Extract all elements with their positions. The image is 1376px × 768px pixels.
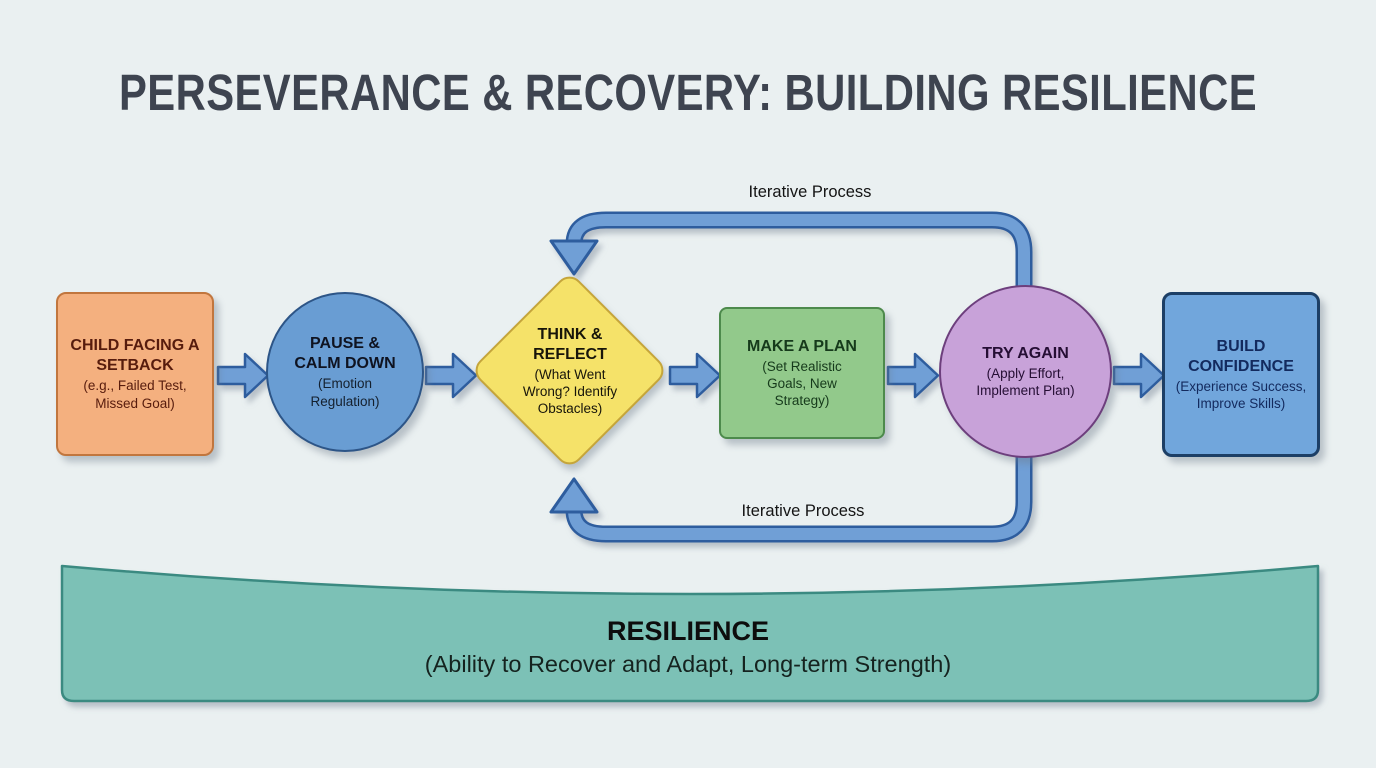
node-pause-calm-down-title: PAUSE & CALM DOWN (294, 335, 396, 373)
iterative-process-label-bottom: Iterative Process (741, 502, 865, 520)
node-pause-calm-down-subtitle: (Emotion Regulation) (310, 376, 380, 409)
node-make-a-plan-subtitle: (Set Realistic Goals, New Strategy) (762, 358, 842, 409)
node-make-a-plan: MAKE A PLAN (Set Realistic Goals, New St… (719, 307, 885, 439)
page-title: PERSEVERANCE & RECOVERY: BUILDING RESILI… (118, 63, 1258, 121)
loop-bottom-arrowhead-icon (549, 477, 599, 514)
iterative-process-label-top: Iterative Process (748, 183, 872, 201)
node-child-facing-setback: CHILD FACING A SETBACK (e.g., Failed Tes… (56, 292, 214, 456)
node-build-confidence-subtitle: (Experience Success, Improve Skills) (1175, 378, 1307, 411)
node-child-facing-setback-title: CHILD FACING A SETBACK (70, 337, 200, 375)
node-make-a-plan-title: MAKE A PLAN (747, 337, 857, 355)
node-try-again-title: TRY AGAIN (982, 344, 1069, 362)
node-child-facing-setback-subtitle: (e.g., Failed Test, Missed Goal) (83, 378, 187, 411)
flow-arrow-1-icon (216, 352, 270, 399)
node-build-confidence: BUILD CONFIDENCE (Experience Success, Im… (1162, 292, 1320, 457)
node-think-reflect-title: THINK & REFLECT (533, 325, 607, 363)
node-think-reflect: THINK & REFLECT (What Went Wrong? Identi… (508, 308, 632, 434)
flow-arrow-3-icon (668, 352, 722, 399)
loop-top-arrowhead-icon (549, 239, 599, 276)
resilience-banner-shape (60, 564, 1320, 703)
node-think-reflect-subtitle: (What Went Wrong? Identify Obstacles) (522, 366, 618, 417)
node-build-confidence-title: BUILD CONFIDENCE (1188, 337, 1294, 375)
flow-arrow-5-icon (1112, 352, 1166, 399)
node-pause-calm-down: PAUSE & CALM DOWN (Emotion Regulation) (266, 292, 424, 452)
node-try-again-subtitle: (Apply Effort, Implement Plan) (976, 365, 1075, 398)
iterative-loop-bottom-arrow (549, 442, 1033, 543)
resilience-banner-subtitle: (Ability to Recover and Adapt, Long-term… (424, 651, 952, 677)
node-try-again: TRY AGAIN (Apply Effort, Implement Plan) (939, 285, 1112, 458)
iterative-loop-top-arrow (549, 211, 1033, 300)
resilience-banner-title: RESILIENCE (606, 616, 770, 646)
flow-arrow-2-icon (424, 352, 478, 399)
flow-arrow-4-icon (886, 352, 940, 399)
